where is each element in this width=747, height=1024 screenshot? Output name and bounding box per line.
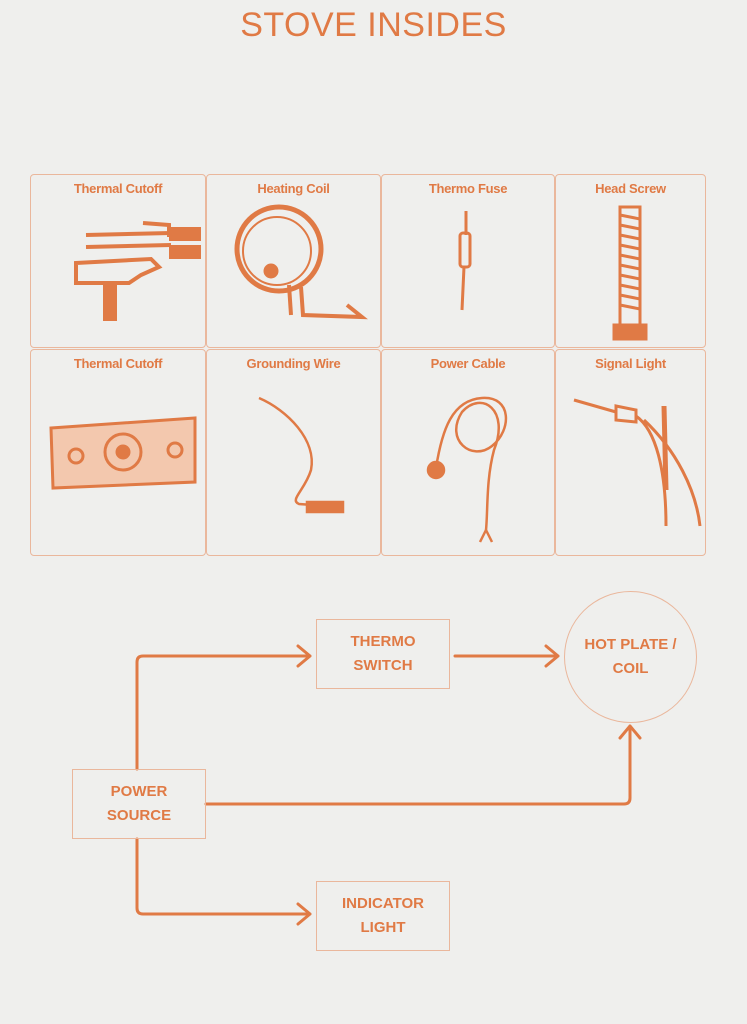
power-cable-icon [426, 396, 508, 543]
arrow-power-to-indicator [135, 837, 312, 926]
node-hot-plate-coil: HOT PLATE / COIL [564, 591, 697, 723]
part-card-thermal-cutoff-plate: Thermal Cutoff [30, 349, 206, 556]
thermal-cutoff-icon [74, 221, 201, 321]
page-title: STOVE INSIDES [240, 6, 507, 44]
part-card-heating-coil: Heating Coil [206, 174, 381, 348]
node-indicator-light: INDICATOR LIGHT [316, 881, 450, 951]
part-label: Thermal Cutoff [73, 356, 163, 371]
thermo-fuse-icon [458, 211, 472, 311]
part-label: Power Cable [430, 356, 506, 371]
grounding-wire-icon [258, 396, 345, 514]
heating-coil-icon [234, 204, 368, 320]
part-card-grounding-wire: Grounding Wire [206, 349, 381, 556]
signal-light-icon [573, 398, 702, 527]
head-screw-icon [612, 205, 648, 341]
arrow-power-to-thermo [135, 644, 312, 771]
part-label: Thermal Cutoff [73, 181, 163, 196]
part-label: Thermo Fuse [428, 181, 508, 196]
part-card-signal-light: Signal Light [555, 349, 706, 556]
arrow-thermo-to-hotplate [453, 644, 560, 668]
node-thermo-switch: THERMO SWITCH [316, 619, 450, 689]
part-label: Grounding Wire [246, 356, 341, 371]
part-label: Heating Coil [257, 181, 330, 196]
arrow-power-to-hotplate [204, 724, 642, 806]
part-label: Head Screw [595, 181, 666, 196]
part-card-power-cable: Power Cable [381, 349, 555, 556]
part-card-thermal-cutoff: Thermal Cutoff [30, 174, 206, 348]
part-card-head-screw: Head Screw [555, 174, 706, 348]
node-power-source: POWER SOURCE [72, 769, 206, 839]
part-label: Signal Light [595, 356, 666, 371]
part-card-thermo-fuse: Thermo Fuse [381, 174, 555, 348]
thermal-cutoff-plate-icon [49, 416, 197, 490]
